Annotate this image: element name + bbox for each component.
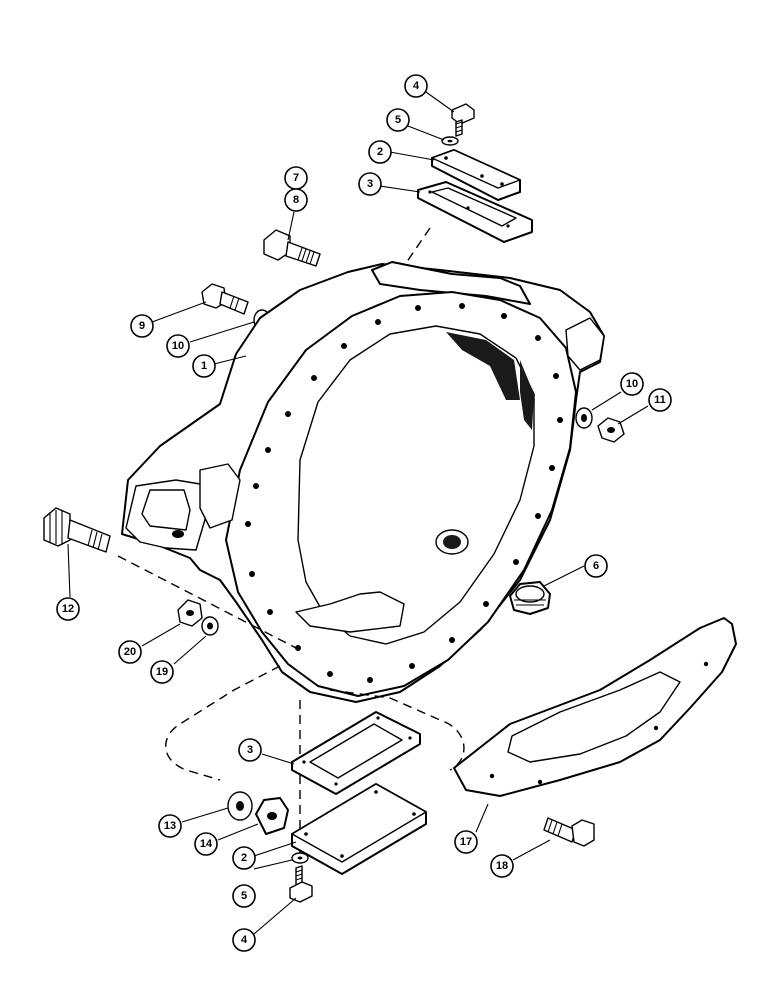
callout-label: 20 (124, 646, 136, 658)
callout-label: 11 (654, 394, 666, 406)
callout-1: 1 (192, 354, 216, 378)
flywheel-housing (121, 261, 605, 703)
callout-5-top: 5 (386, 108, 410, 132)
callout-2-bottom: 2 (232, 846, 256, 870)
callout-12: 12 (56, 597, 80, 621)
callout-10-left: 10 (166, 334, 190, 358)
cover-plate-bottom (291, 783, 427, 875)
callout-9: 9 (130, 314, 154, 338)
callout-label: 10 (626, 378, 638, 390)
callout-20: 20 (118, 640, 142, 664)
callout-label: 14 (200, 838, 213, 850)
lock-washer-19 (201, 616, 219, 636)
lock-washer-10-right (575, 407, 593, 429)
callout-13: 13 (158, 814, 182, 838)
callout-5-bottom: 5 (232, 884, 256, 908)
callout-label: 18 (496, 860, 508, 872)
callout-label: 5 (395, 114, 401, 126)
hex-nut-20 (177, 599, 203, 627)
pipe-plug-6 (509, 581, 551, 615)
leader-lines (67, 91, 649, 935)
hex-nut-11 (597, 417, 625, 443)
callout-6: 6 (584, 554, 608, 578)
cap-screw-18 (543, 817, 595, 847)
callout-label: 19 (156, 666, 168, 678)
callout-label: 4 (413, 80, 420, 92)
callout-label: 2 (241, 852, 247, 864)
cover-shield-17 (453, 617, 737, 797)
alignment-line-top (403, 227, 431, 267)
lock-washer-bottom (291, 852, 309, 864)
gasket-top (417, 181, 533, 243)
callout-label: 9 (139, 320, 145, 332)
callout-8: 8 (284, 188, 308, 212)
callout-18: 18 (490, 854, 514, 878)
hex-nut-14 (255, 797, 289, 835)
callout-label: 4 (241, 934, 248, 946)
callout-label: 5 (241, 890, 247, 902)
gasket-bottom (291, 711, 421, 795)
stud-12 (43, 507, 111, 553)
cap-screw-bottom (289, 865, 313, 903)
cap-screw-7-8 (263, 229, 321, 267)
callout-label: 6 (593, 560, 599, 572)
callout-17: 17 (454, 830, 478, 854)
callout-label: 3 (367, 178, 373, 190)
callout-7: 7 (284, 166, 308, 190)
callout-19: 19 (150, 660, 174, 684)
callout-label: 13 (164, 820, 176, 832)
callout-4-bottom: 4 (232, 928, 256, 952)
callout-label: 12 (62, 603, 74, 615)
callout-11: 11 (648, 388, 672, 412)
alignment-outline-left (165, 665, 281, 781)
callout-label: 10 (172, 340, 184, 352)
callout-label: 1 (201, 360, 207, 372)
callout-3-top: 3 (358, 172, 382, 196)
washer-13 (227, 791, 253, 821)
cap-screw-9 (201, 283, 249, 315)
callout-14: 14 (194, 832, 218, 856)
callout-label: 3 (247, 744, 253, 756)
callout-label: 8 (293, 194, 299, 206)
callout-2-top: 2 (368, 140, 392, 164)
callout-label: 17 (460, 836, 472, 848)
cap-screw-top (451, 103, 475, 137)
callout-label: 2 (377, 146, 383, 158)
callout-10-right: 10 (620, 372, 644, 396)
callout-label: 7 (293, 172, 299, 184)
cover-plate-top (431, 149, 521, 201)
lock-washer-top (441, 136, 459, 146)
alignment-line-stud (117, 555, 301, 651)
callout-4-top: 4 (404, 74, 428, 98)
callout-3-bottom: 3 (238, 738, 262, 762)
